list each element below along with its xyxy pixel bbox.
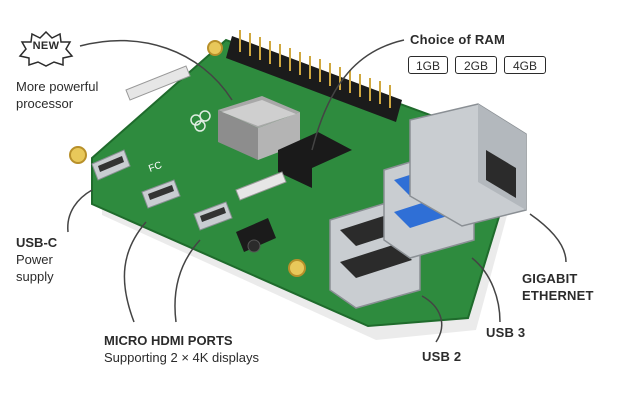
ram-title: Choice of RAM: [410, 32, 506, 47]
ethernet-line-1: GIGABIT: [522, 271, 578, 286]
camera-connector: [235, 171, 287, 201]
ethernet-line-2: ETHERNET: [522, 288, 594, 303]
mounting-hole: [69, 146, 87, 164]
usbc-title: USB-C: [16, 235, 58, 250]
usbc-line-2: supply: [16, 269, 54, 284]
ethernet-callout: GIGABIT ETHERNET: [522, 270, 594, 304]
audio-jack: [236, 218, 276, 253]
processor-line-2: processor: [16, 96, 74, 111]
micro-hdmi-port: [141, 179, 181, 209]
ram-chip-component: [278, 132, 352, 188]
processor-callout: More powerful processor: [16, 78, 98, 112]
usbc-callout: USB-C Power supply: [16, 234, 57, 285]
fc-mark: FC: [147, 160, 163, 175]
processor-chip: [218, 96, 300, 160]
display-connector: [125, 65, 191, 101]
ethernet-port: [409, 103, 527, 227]
mounting-hole: [207, 40, 223, 56]
hdmi-callout: MICRO HDMI PORTS Supporting 2 × 4K displ…: [104, 332, 259, 366]
ram-option-2gb: 2GB: [455, 56, 497, 74]
usbc-line-1: Power: [16, 252, 53, 267]
mounting-hole: [288, 259, 306, 277]
micro-hdmi-port: [193, 201, 233, 231]
new-badge-icon: [18, 31, 74, 67]
hdmi-subtitle: Supporting 2 × 4K displays: [104, 350, 260, 365]
new-badge-label: NEW: [32, 40, 60, 52]
processor-line-1: More powerful: [16, 79, 99, 94]
ram-option-4gb: 4GB: [504, 56, 546, 74]
raspberry-logo-mark: [190, 110, 211, 132]
gpio-header: [226, 30, 402, 122]
ram-option-1gb: 1GB: [408, 56, 448, 74]
usb-c-port: [91, 149, 131, 181]
usb2-label: USB 2: [422, 349, 462, 364]
usb3-label: USB 3: [486, 325, 526, 340]
hdmi-title: MICRO HDMI PORTS: [104, 333, 233, 348]
